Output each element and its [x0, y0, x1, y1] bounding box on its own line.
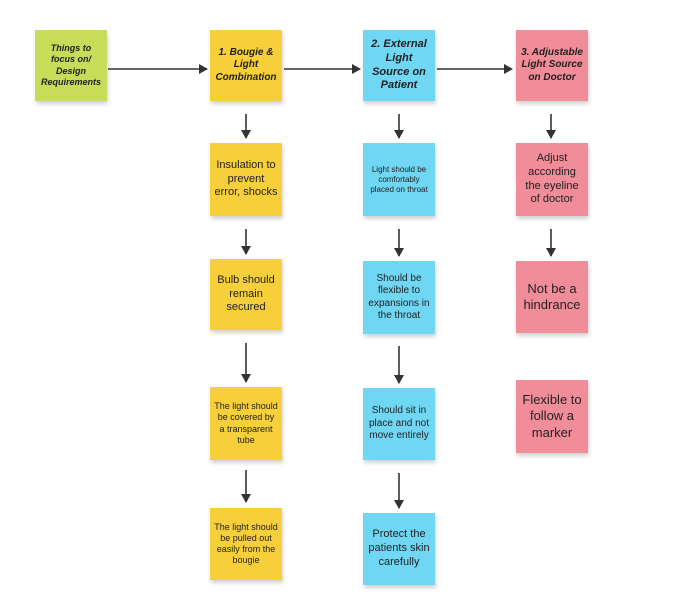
note-external-light-source[interactable]: 2. External Light Source on Patient — [363, 30, 435, 101]
note-adjustable-2[interactable]: Not be a hindrance — [516, 261, 588, 333]
note-adjustable-3[interactable]: Flexible to follow a marker — [516, 380, 588, 453]
note-text: 1. Bougie & Light Combination — [215, 46, 277, 83]
note-text: The light should be pulled out easily fr… — [214, 521, 278, 566]
note-text: 2. External Light Source on Patient — [371, 38, 427, 92]
note-text: 3. Adjustable Light Source on Doctor — [521, 46, 583, 83]
note-text: The light should be covered by a transpa… — [214, 401, 278, 445]
note-external-3[interactable]: Should sit in place and not move entirel… — [363, 388, 435, 460]
note-adjustable-1[interactable]: Adjust according the eyeline of doctor — [516, 143, 588, 216]
note-text: Protect the patients skin carefully — [368, 528, 430, 568]
note-bougie-1[interactable]: Insulation to prevent error, shocks — [210, 143, 282, 216]
note-text: Adjust according the eyeline of doctor — [525, 152, 579, 206]
note-bougie-light-combination[interactable]: 1. Bougie & Light Combination — [210, 30, 282, 101]
note-bougie-3[interactable]: The light should be covered by a transpa… — [210, 387, 282, 460]
note-bougie-4[interactable]: The light should be pulled out easily fr… — [210, 508, 282, 580]
note-text: Bulb should remain secured — [217, 273, 275, 314]
note-external-1[interactable]: Light should be comfortably placed on th… — [363, 143, 435, 216]
note-text: Things to focus on/ Design Requirements — [40, 43, 102, 87]
note-adjustable-light-source[interactable]: 3. Adjustable Light Source on Doctor — [516, 30, 588, 101]
note-text: Not be a hindrance — [523, 280, 581, 312]
note-text: Light should be comfortably placed on th… — [370, 164, 428, 194]
note-text: Insulation to prevent error, shocks — [214, 158, 278, 199]
note-design-requirements[interactable]: Things to focus on/ Design Requirements — [35, 30, 107, 101]
note-text: Should be flexible to expansions in the … — [368, 272, 430, 322]
note-bougie-2[interactable]: Bulb should remain secured — [210, 259, 282, 330]
note-text: Flexible to follow a marker — [522, 392, 582, 440]
note-external-4[interactable]: Protect the patients skin carefully — [363, 513, 435, 585]
note-text: Should sit in place and not move entirel… — [368, 405, 430, 442]
note-external-2[interactable]: Should be flexible to expansions in the … — [363, 261, 435, 334]
